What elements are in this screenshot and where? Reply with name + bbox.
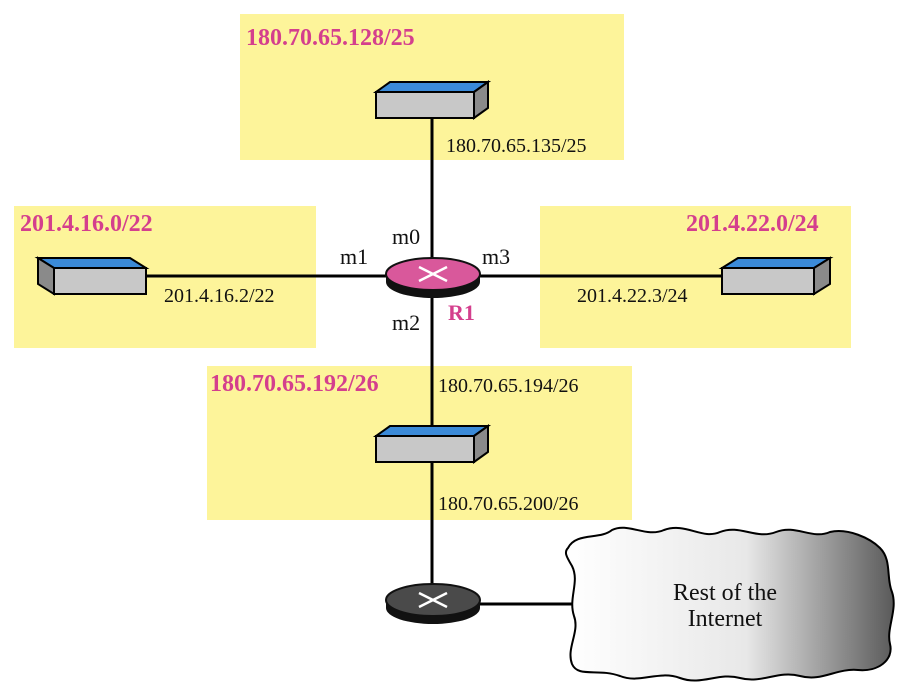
- network-label-left: 201.4.16.0/22: [20, 211, 153, 237]
- interface-label-m0: m0: [392, 224, 421, 249]
- address-right: 201.4.22.3/24: [577, 285, 688, 307]
- address-top: 180.70.65.135/25: [446, 135, 587, 157]
- router-name: R1: [448, 300, 475, 325]
- gateway-router-icon: [385, 583, 481, 624]
- interface-label-m1: m1: [340, 244, 369, 269]
- interface-label-m3: m3: [482, 244, 511, 269]
- internet-label-line1: Rest of the: [673, 580, 777, 606]
- address-bottom-upper: 180.70.65.194/26: [438, 375, 579, 397]
- switch-bottom-icon: [372, 424, 492, 464]
- internet-label-line2: Internet: [687, 606, 763, 633]
- address-bottom-lower: 180.70.65.200/26: [438, 493, 579, 515]
- interface-label-m2: m2: [392, 310, 421, 335]
- network-label-right: 201.4.22.0/24: [686, 211, 819, 237]
- address-left: 201.4.16.2/22: [164, 285, 275, 307]
- router-r1-icon: [385, 257, 481, 298]
- internet-cloud-icon: [564, 526, 895, 682]
- switch-right-icon: [718, 256, 834, 296]
- switch-left-icon: [34, 256, 150, 296]
- network-label-top: 180.70.65.128/25: [246, 25, 415, 51]
- internet-label: Rest of the Internet: [625, 580, 825, 633]
- network-label-bottom: 180.70.65.192/26: [210, 371, 379, 397]
- switch-top-icon: [372, 80, 492, 120]
